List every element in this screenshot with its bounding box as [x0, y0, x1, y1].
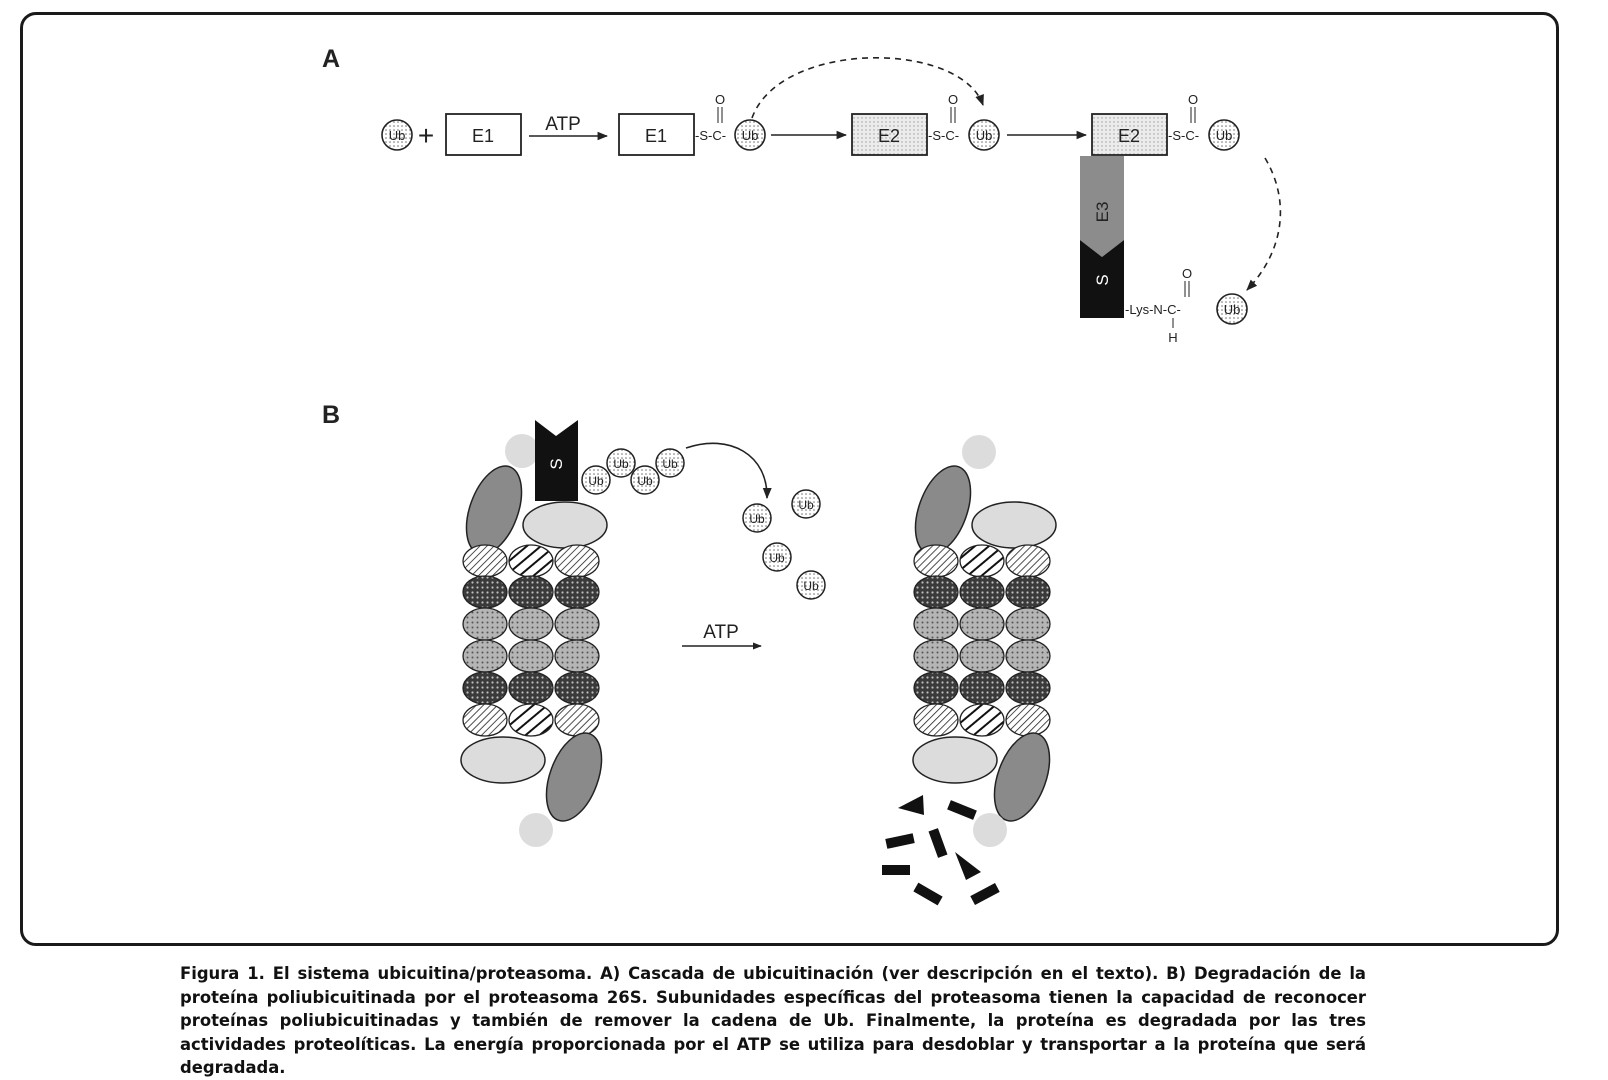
released-ubiquitins: Ub Ub Ub Ub — [742, 489, 826, 600]
ub-substrate-linkage: -Lys-N-C- O H Ub — [1125, 266, 1248, 345]
svg-text:O: O — [1182, 266, 1192, 281]
svg-text:O: O — [1188, 92, 1198, 107]
transfer-arrow-e1-e2 — [751, 56, 984, 119]
ub-free: Ub — [381, 119, 413, 151]
svg-text:Ub: Ub — [749, 512, 765, 526]
substrate-s-b: S — [535, 420, 578, 501]
peptide-fragments — [882, 795, 1000, 906]
atp-label-b: ATP — [703, 622, 739, 643]
svg-text:Ub: Ub — [976, 128, 993, 143]
panel-a-label: A — [322, 45, 340, 73]
svg-text:E2: E2 — [878, 126, 900, 146]
ub-release-arrow — [685, 442, 772, 500]
svg-text:-Lys-N-C-: -Lys-N-C- — [1125, 302, 1181, 317]
svg-text:Ub: Ub — [613, 457, 629, 471]
e1-ub-complex: E1 -S-C- O Ub — [618, 92, 766, 156]
svg-text:Ub: Ub — [742, 128, 759, 143]
svg-text:Ub: Ub — [389, 128, 406, 143]
svg-text:E2: E2 — [1118, 126, 1140, 146]
polyubiquitin-chain: Ub Ub Ub Ub — [581, 448, 685, 495]
svg-text:Ub: Ub — [588, 474, 604, 488]
svg-text:E1: E1 — [472, 126, 494, 146]
proteasome-26s-left — [460, 434, 608, 847]
svg-text:Ub: Ub — [798, 498, 814, 512]
svg-text:-S-C-: -S-C- — [695, 128, 726, 143]
e2-e3-complex: E2 -S-C- O Ub — [1091, 92, 1240, 156]
substrate-s-a: S — [1080, 240, 1124, 318]
plus-sign: + — [418, 120, 434, 151]
svg-text:Ub: Ub — [1216, 128, 1233, 143]
svg-text:-S-C-: -S-C- — [928, 128, 959, 143]
svg-text:E3: E3 — [1093, 202, 1112, 223]
svg-text:S: S — [1093, 274, 1112, 285]
transfer-arrow-e2-substrate — [1246, 157, 1282, 291]
svg-text:Ub: Ub — [1224, 302, 1241, 317]
panel-b-label: B — [322, 401, 340, 429]
svg-text:Ub: Ub — [637, 474, 653, 488]
svg-text:Ub: Ub — [662, 457, 678, 471]
svg-text:O: O — [715, 92, 725, 107]
e2-ub-complex: E2 -S-C- O Ub — [851, 92, 1000, 156]
svg-text:Ub: Ub — [803, 579, 819, 593]
figure-frame — [20, 12, 1559, 946]
figure-caption: Figura 1. El sistema ubicuitina/proteaso… — [180, 964, 1366, 1077]
e3-ligase: E3 — [1080, 156, 1124, 257]
svg-text:O: O — [948, 92, 958, 107]
e1-box: E1 — [445, 113, 522, 156]
ubiquitin-proteasome-diagram: Ub A Ub + E1 ATP E1 -S-C- O Ub E2 -S-C- … — [322, 45, 1282, 906]
svg-text:H: H — [1168, 330, 1177, 345]
proteasome-26s-right — [912, 435, 1057, 847]
svg-text:-S-C-: -S-C- — [1168, 128, 1199, 143]
svg-text:S: S — [547, 458, 566, 469]
svg-text:E1: E1 — [645, 126, 667, 146]
svg-text:Ub: Ub — [769, 551, 785, 565]
atp-label-a: ATP — [545, 114, 581, 135]
